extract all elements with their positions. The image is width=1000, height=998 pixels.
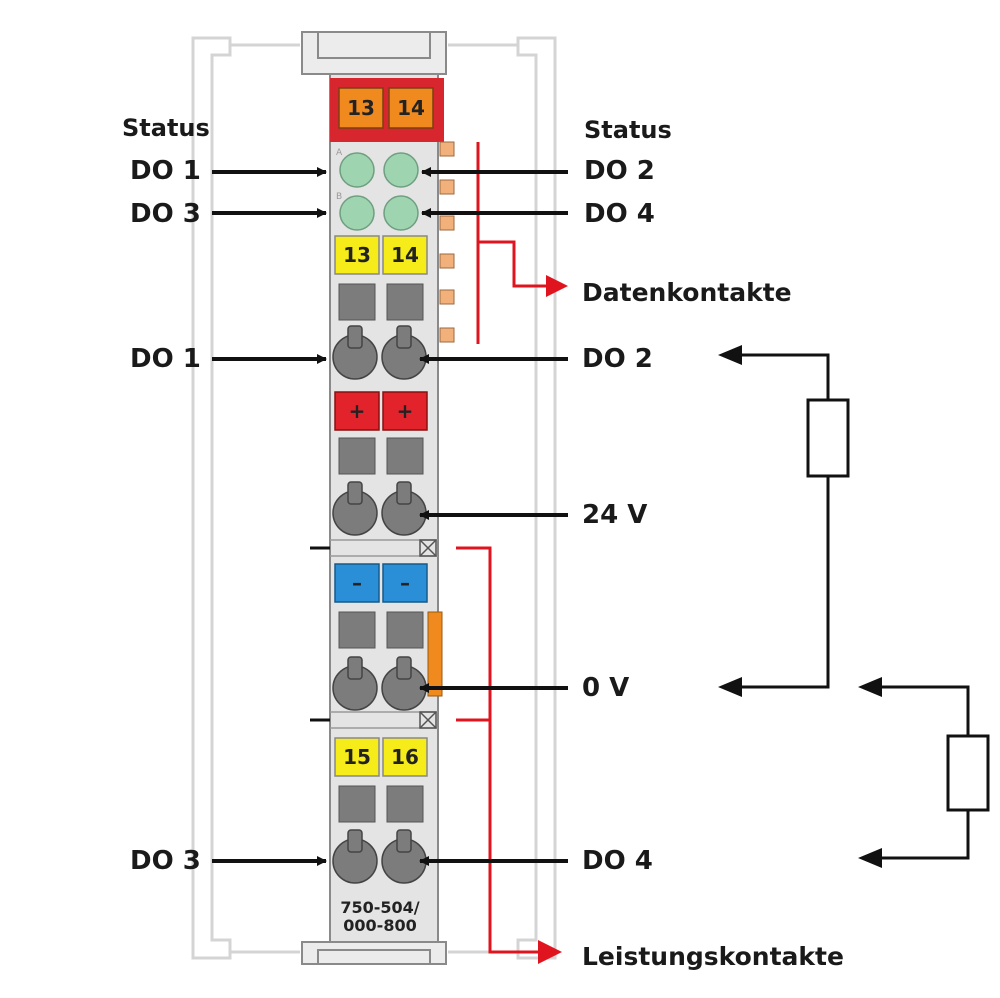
label-0v: 0 V [582, 673, 630, 703]
svg-text:A: A [336, 148, 343, 158]
label-do1-led: DO 1 [130, 156, 201, 186]
clamp-24v-left [332, 481, 378, 536]
key-14: 14 [391, 243, 419, 267]
key-minus-left: – [352, 571, 362, 595]
clamp-openings [332, 325, 427, 884]
clamp-0v-left [332, 656, 378, 711]
status-label-right: Status [584, 116, 672, 144]
label-do4-clamp: DO 4 [582, 846, 653, 876]
status-label-left: Status [122, 114, 210, 142]
status-leds [339, 152, 419, 231]
led-do1 [339, 152, 375, 188]
top-marker-left-text: 13 [347, 96, 375, 120]
led-letters: A B [336, 148, 343, 202]
led-do4 [383, 195, 419, 231]
load-circuit-2 [878, 685, 990, 860]
power-contact-blade [427, 611, 443, 697]
key-minus-right: – [400, 571, 410, 595]
led-do3 [339, 195, 375, 231]
label-leistungskontakte: Leistungskontakte [582, 942, 844, 971]
key-plus-left: + [348, 399, 366, 423]
part-number-line1: 750-504/ [340, 898, 420, 917]
clamp-do3 [332, 829, 378, 884]
clamp-24v-right [381, 481, 427, 536]
release-buttons [338, 283, 424, 823]
clamp-do1 [332, 325, 378, 380]
datenkontakte-arrowhead [546, 275, 568, 297]
key-16: 16 [391, 745, 419, 769]
signal-arrows [212, 167, 568, 866]
clamp-0v-right [381, 656, 427, 711]
label-datenkontakte: Datenkontakte [582, 278, 792, 307]
clamp-do2 [381, 325, 427, 380]
top-marker-right-text: 14 [397, 96, 425, 120]
key-15: 15 [343, 745, 371, 769]
svg-text:B: B [336, 192, 342, 202]
label-do2-clamp: DO 2 [582, 344, 653, 374]
data-contact-tabs [439, 141, 455, 343]
key-13: 13 [343, 243, 371, 267]
label-do3-led: DO 3 [130, 199, 201, 229]
label-do1-clamp: DO 1 [130, 344, 201, 374]
label-do4-led: DO 4 [584, 199, 655, 229]
led-do2 [383, 152, 419, 188]
label-24v: 24 V [582, 500, 648, 530]
power-contact-bridges [419, 539, 437, 729]
load-circuit-1 [740, 353, 850, 689]
top-marker-strip [330, 78, 444, 142]
part-number: 750-504/ 000-800 [330, 899, 430, 935]
part-number-line2: 000-800 [343, 916, 417, 935]
label-do2-led: DO 2 [584, 156, 655, 186]
key-plus-right: + [396, 399, 414, 423]
leistungskontakte-bracket [456, 546, 540, 954]
leistungskontakte-arrowhead [538, 940, 562, 964]
load-arrowheads [718, 345, 882, 868]
label-do3-clamp: DO 3 [130, 846, 201, 876]
datenkontakte-bracket [476, 142, 548, 344]
